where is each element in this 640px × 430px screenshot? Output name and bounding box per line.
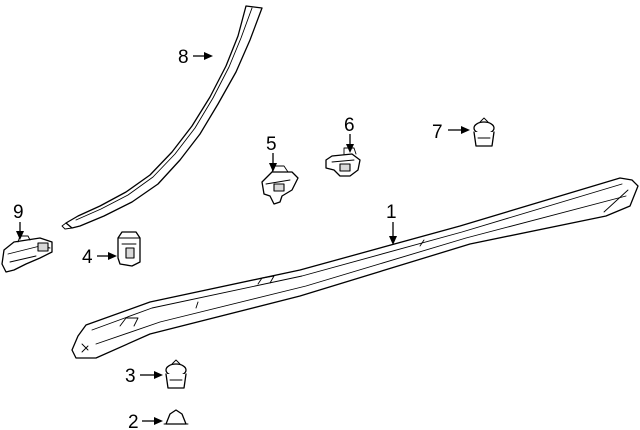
callout-1-label: 1 bbox=[386, 202, 397, 223]
callout-2-label: 2 bbox=[128, 412, 139, 430]
part-4-clip[interactable] bbox=[117, 231, 141, 267]
callout-3-label: 3 bbox=[125, 366, 136, 387]
part-1-rocker-molding[interactable] bbox=[71, 177, 639, 359]
callout-6: 6 bbox=[344, 115, 355, 153]
part-8-molding[interactable] bbox=[61, 5, 263, 230]
callout-4: 4 bbox=[82, 247, 117, 268]
callout-8-label: 8 bbox=[178, 47, 189, 68]
part-9-bracket[interactable] bbox=[1, 235, 53, 273]
part-7-push-clip[interactable] bbox=[473, 117, 495, 147]
callout-4-label: 4 bbox=[82, 247, 93, 268]
callout-7: 7 bbox=[432, 122, 470, 143]
callout-8: 8 bbox=[178, 47, 213, 68]
part-2-cap[interactable] bbox=[163, 409, 189, 425]
callout-9-label: 9 bbox=[13, 202, 24, 223]
callout-6-label: 6 bbox=[344, 115, 355, 136]
part-6-retainer[interactable] bbox=[325, 147, 361, 177]
part-3-push-clip[interactable] bbox=[165, 359, 187, 389]
callout-9: 9 bbox=[13, 202, 24, 240]
callout-7-label: 7 bbox=[432, 122, 443, 143]
callout-1: 1 bbox=[386, 202, 397, 245]
callout-5: 5 bbox=[266, 134, 277, 172]
callout-3: 3 bbox=[125, 366, 163, 387]
callout-2: 2 bbox=[128, 412, 163, 430]
part-5-retainer[interactable] bbox=[261, 165, 299, 205]
callout-5-label: 5 bbox=[266, 134, 277, 155]
